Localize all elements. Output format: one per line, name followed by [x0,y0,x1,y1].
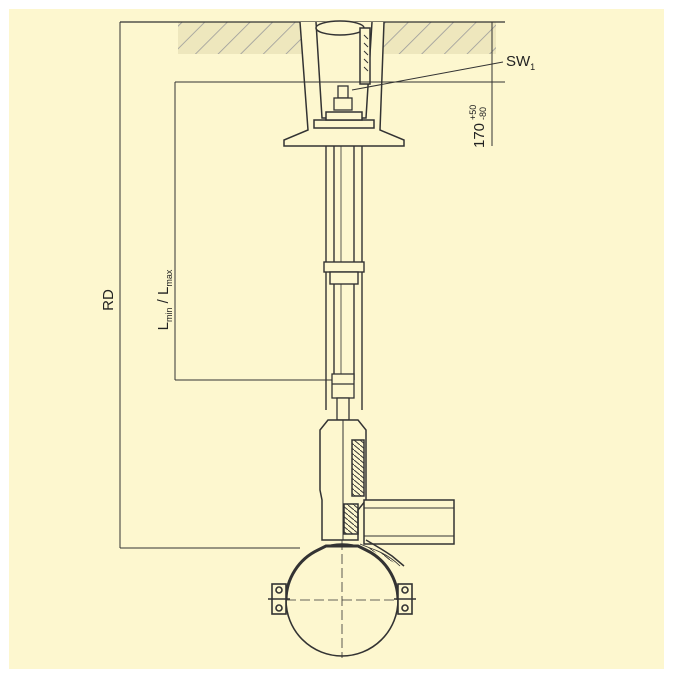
depth-tol-plus: +50 [468,105,478,120]
length-l-min: L [155,322,172,330]
spindle-coupling [331,373,355,421]
extension-spindle-tube [323,146,365,410]
length-sub-max: max [164,269,174,287]
outlet-pipe [359,499,455,567]
main-pipe-clamp [268,540,416,658]
sw-label: SW1 [506,53,535,72]
sw-label-main: SW [506,53,531,70]
sw-label-sub: 1 [530,62,535,72]
depth-value: 170 [471,123,488,148]
length-separator: / L [155,287,172,308]
surface-box [283,20,405,147]
svg-text:170: 170 [471,123,488,148]
dimension-lines [119,22,505,549]
depth-tol-minus: -80 [478,107,488,120]
rd-label: RD [100,289,117,311]
spindle-key [333,85,353,111]
length-sub-min: min [164,308,174,323]
valve-bonnet [319,419,367,541]
depth-dimension-label: 170 +50 -80 [468,105,488,148]
length-label: Lmin / Lmax [155,269,174,330]
